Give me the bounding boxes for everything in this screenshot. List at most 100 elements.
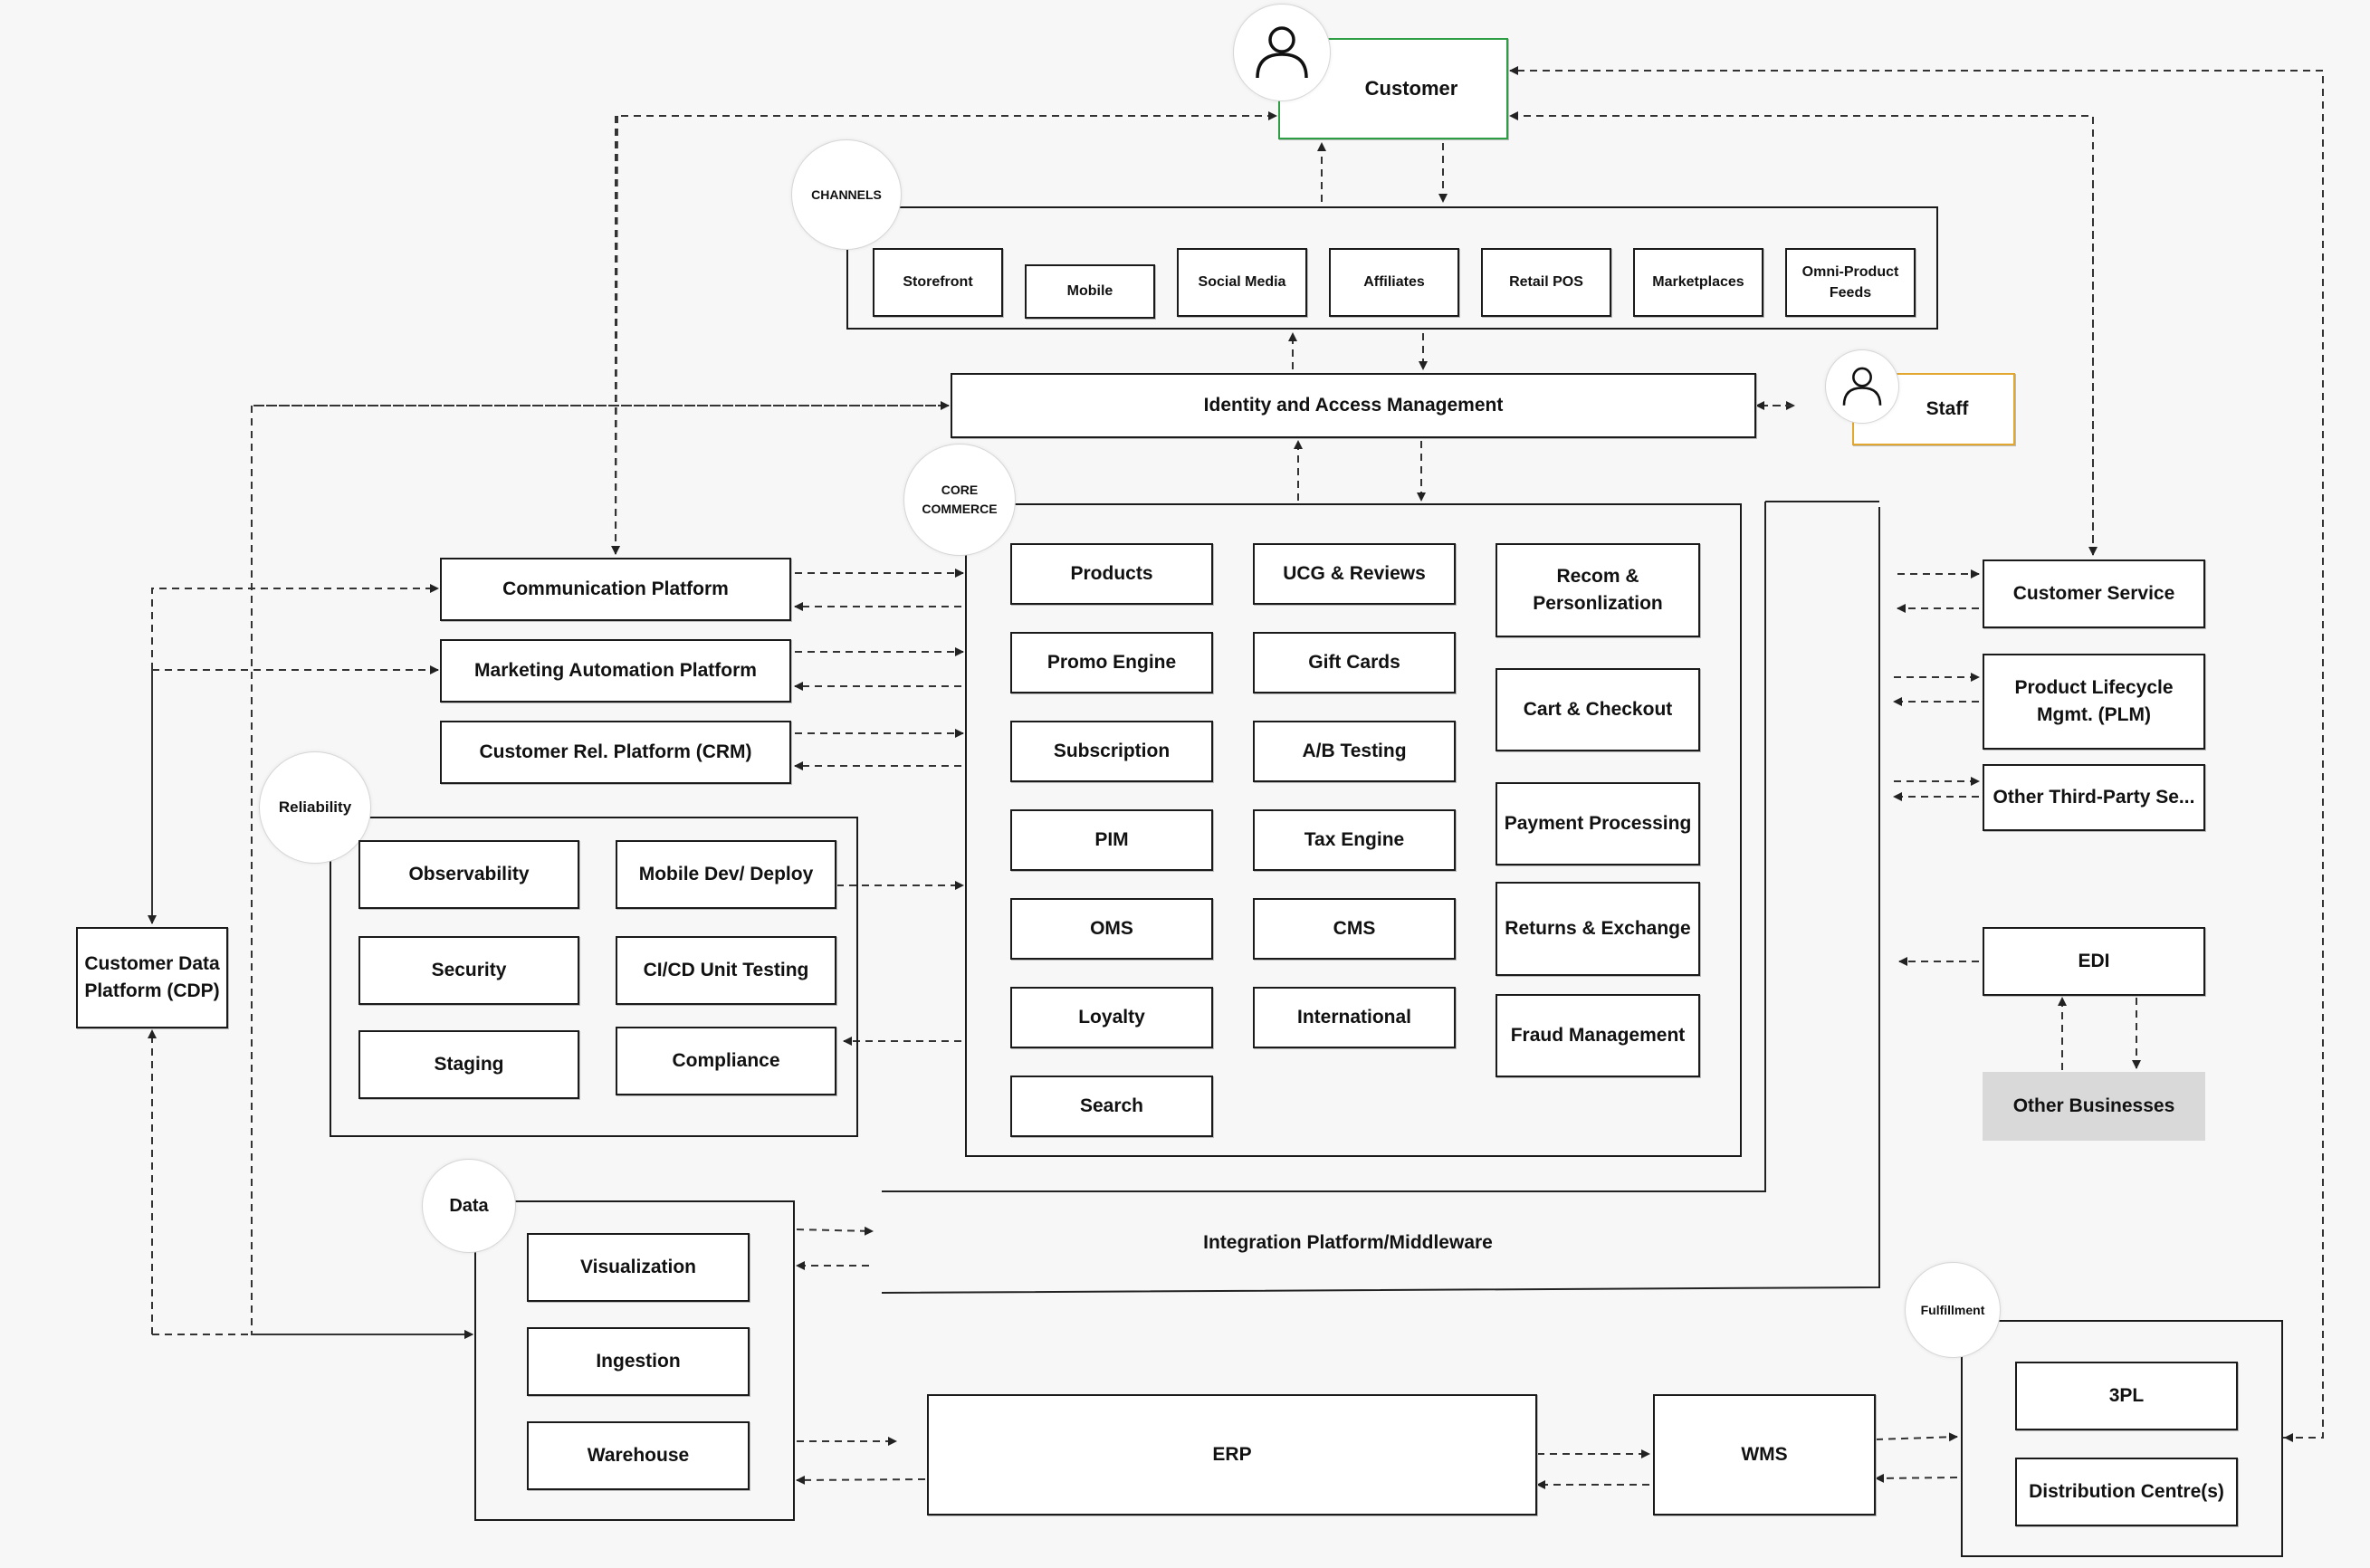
data-item-label: Visualization <box>580 1256 696 1277</box>
fulfillment-3pl[interactable]: 3PL <box>2015 1362 2238 1430</box>
customer-avatar <box>1233 4 1331 101</box>
data-group <box>474 1200 795 1521</box>
fulfillment-tag: Fulfillment <box>1905 1262 2001 1358</box>
integration-bracket <box>882 502 1766 1192</box>
core-international[interactable]: International <box>1253 987 1456 1048</box>
channel-label: Affiliates <box>1363 274 1425 291</box>
customer-box: Customer <box>1278 38 1508 139</box>
service-label: Customer Service <box>2012 582 2175 604</box>
core-item-label: Tax Engine <box>1304 828 1405 850</box>
core-promo-engine[interactable]: Promo Engine <box>1010 632 1213 693</box>
core-commerce-group <box>965 503 1742 1157</box>
data-item-label: Warehouse <box>587 1444 690 1466</box>
channels-tag: CHANNELS <box>791 139 902 250</box>
core-cms[interactable]: CMS <box>1253 898 1456 960</box>
core-recom-personalization[interactable]: Recom & Personlization <box>1496 543 1700 637</box>
core-item-label: PIM <box>1094 828 1129 850</box>
core-fraud-management[interactable]: Fraud Management <box>1496 994 1700 1077</box>
reliability-staging[interactable]: Staging <box>358 1030 579 1099</box>
reliability-observability[interactable]: Observability <box>358 840 579 909</box>
reliability-cicd-unit-testing[interactable]: CI/CD Unit Testing <box>616 936 836 1005</box>
core-loyalty[interactable]: Loyalty <box>1010 987 1213 1048</box>
core-subscription[interactable]: Subscription <box>1010 721 1213 782</box>
reliability-tag: Reliability <box>259 751 371 864</box>
core-gift-cards[interactable]: Gift Cards <box>1253 632 1456 693</box>
connector <box>151 584 439 923</box>
core-item-label: Search <box>1079 1095 1144 1116</box>
reliability-mobile-dev-deploy[interactable]: Mobile Dev/ Deploy <box>616 840 836 909</box>
core-products[interactable]: Products <box>1010 543 1213 605</box>
core-commerce-tag-label: CORE COMMERCE <box>922 483 998 516</box>
connector <box>2284 1267 2324 1442</box>
connector <box>1509 111 2094 555</box>
user-icon <box>1842 367 1882 406</box>
channel-retail-pos[interactable]: Retail POS <box>1481 248 1611 317</box>
core-oms[interactable]: OMS <box>1010 898 1213 960</box>
other-businesses[interactable]: Other Businesses <box>1983 1072 2205 1141</box>
integration-platform[interactable]: Integration Platform/Middleware <box>882 1193 1814 1293</box>
iam-label: Identity and Access Management <box>1203 394 1504 416</box>
channel-label: Retail POS <box>1509 274 1583 291</box>
other-businesses-label: Other Businesses <box>2012 1095 2175 1116</box>
connector <box>1875 1473 1958 1483</box>
reliability-tag-label: Reliability <box>278 798 352 817</box>
wms-box[interactable]: WMS <box>1653 1394 1876 1515</box>
core-tax-engine[interactable]: Tax Engine <box>1253 809 1456 871</box>
communication-platform[interactable]: Communication Platform <box>440 558 791 621</box>
data-warehouse[interactable]: Warehouse <box>527 1421 750 1490</box>
core-item-label: CMS <box>1333 917 1376 939</box>
core-item-label: Products <box>1070 562 1153 584</box>
core-item-label: Subscription <box>1053 740 1171 761</box>
service-label: EDI <box>2078 950 2110 971</box>
channel-omni-product-feeds[interactable]: Omni-Product Feeds <box>1785 248 1916 317</box>
customer-service[interactable]: Customer Service <box>1983 559 2205 628</box>
platform-label: Marketing Automation Platform <box>474 659 757 681</box>
staff-avatar <box>1825 349 1899 424</box>
channel-social-media[interactable]: Social Media <box>1177 248 1307 317</box>
data-tag: Data <box>422 1159 516 1253</box>
integration-bracket <box>881 507 1880 1294</box>
other-third-party-services[interactable]: Other Third-Party Se... <box>1983 764 2205 831</box>
marketing-automation-platform[interactable]: Marketing Automation Platform <box>440 639 791 703</box>
data-ingestion[interactable]: Ingestion <box>527 1327 750 1396</box>
core-item-label: Returns & Exchange <box>1505 917 1691 939</box>
core-item-label: A/B Testing <box>1302 740 1407 761</box>
cdp-label: Customer Data Platform (CDP) <box>84 952 220 1001</box>
core-returns-exchange[interactable]: Returns & Exchange <box>1496 882 1700 976</box>
customer-label: Customer <box>1364 77 1458 100</box>
platform-label: Customer Rel. Platform (CRM) <box>479 741 752 762</box>
crm-platform[interactable]: Customer Rel. Platform (CRM) <box>440 721 791 784</box>
fulfillment-distribution-centres[interactable]: Distribution Centre(s) <box>2015 1458 2238 1526</box>
core-pim[interactable]: PIM <box>1010 809 1213 871</box>
reliability-security[interactable]: Security <box>358 936 579 1005</box>
channel-mobile[interactable]: Mobile <box>1025 264 1155 319</box>
core-payment-processing[interactable]: Payment Processing <box>1496 782 1700 865</box>
fulfillment-tag-label: Fulfillment <box>1920 1302 1985 1317</box>
core-search[interactable]: Search <box>1010 1076 1213 1137</box>
channel-label: Marketplaces <box>1652 274 1744 291</box>
channels-tag-label: CHANNELS <box>811 186 882 202</box>
core-ab-testing[interactable]: A/B Testing <box>1253 721 1456 782</box>
reliability-compliance[interactable]: Compliance <box>616 1027 836 1095</box>
core-item-label: Cart & Checkout <box>1523 698 1673 720</box>
connector <box>1875 1432 1958 1442</box>
core-cart-checkout[interactable]: Cart & Checkout <box>1496 668 1700 751</box>
erp-label: ERP <box>1212 1443 1252 1465</box>
reliability-item-label: Compliance <box>672 1049 780 1071</box>
customer-data-platform[interactable]: Customer Data Platform (CDP) <box>76 927 228 1028</box>
iam-box[interactable]: Identity and Access Management <box>951 373 1756 438</box>
channel-affiliates[interactable]: Affiliates <box>1329 248 1459 317</box>
edi-box[interactable]: EDI <box>1983 927 2205 996</box>
erp-box[interactable]: ERP <box>927 1394 1537 1515</box>
core-ucg-reviews[interactable]: UCG & Reviews <box>1253 543 1456 605</box>
data-visualization[interactable]: Visualization <box>527 1233 750 1302</box>
product-lifecycle-mgmt[interactable]: Product Lifecycle Mgmt. (PLM) <box>1983 654 2205 750</box>
fulfillment-group <box>1961 1320 2283 1557</box>
reliability-group <box>330 817 858 1137</box>
channel-marketplaces[interactable]: Marketplaces <box>1633 248 1763 317</box>
reliability-item-label: Observability <box>408 863 530 884</box>
core-item-label: Gift Cards <box>1308 651 1400 673</box>
channel-storefront[interactable]: Storefront <box>873 248 1003 317</box>
core-item-label: Fraud Management <box>1510 1024 1686 1046</box>
